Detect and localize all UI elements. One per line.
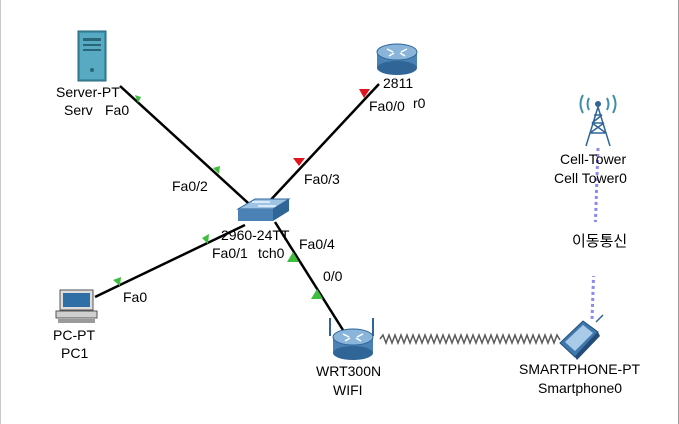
- server-port-label: Fa0: [105, 102, 130, 118]
- smartphone-name-label: Smartphone0: [538, 380, 623, 396]
- wifi-port-label: 0/0: [323, 268, 343, 284]
- switch-port-fa0-1-label: Fa0/1: [212, 245, 248, 261]
- mobile-comm-note[interactable]: 이동통신: [572, 233, 628, 250]
- router-port-label: Fa0/0: [369, 98, 405, 114]
- link-up-indicator: [135, 95, 141, 103]
- cell-tower-model-label: Cell-Tower: [560, 151, 627, 167]
- switch-port-fa0-4-label: Fa0/4: [299, 236, 335, 252]
- link-up-indicator: [311, 289, 323, 299]
- smartphone-icon[interactable]: [559, 314, 604, 360]
- wifi-model-label: WRT300N: [316, 363, 382, 379]
- router-model-label: 2811: [383, 75, 414, 91]
- cable-switch-wifi[interactable]: [273, 221, 350, 339]
- cell-tower-icon[interactable]: [579, 94, 617, 147]
- link-up-indicator: [202, 234, 209, 244]
- switch-port-fa0-3-label: Fa0/3: [304, 171, 340, 187]
- switch-icon[interactable]: [236, 198, 291, 221]
- switch-port-fa0-2-label: Fa0/2: [172, 178, 208, 194]
- desktop-pc-icon[interactable]: [55, 289, 98, 323]
- pc-model-label: PC-PT: [53, 327, 95, 343]
- link-down-indicator: [293, 158, 305, 166]
- workspace-left-border: [0, 0, 1, 424]
- router-name-label: r0: [413, 95, 426, 111]
- switch-model-label: 2960-24TT: [221, 227, 290, 243]
- mobile-comm-note-bg: [566, 222, 652, 276]
- cell-tower-name-label: Cell Tower0: [554, 170, 627, 186]
- smartphone-model-label: SMARTPHONE-PT: [519, 361, 641, 377]
- pc-name-label: PC1: [61, 345, 89, 361]
- link-up-indicator: [287, 252, 299, 262]
- wifi-name-label: WIFI: [333, 382, 363, 398]
- link-up-indicator: [113, 277, 121, 286]
- server-tower-icon[interactable]: [77, 30, 107, 82]
- link-down-indicator: [359, 89, 370, 98]
- server-name-label: Serv: [64, 102, 93, 118]
- cable-router-switch[interactable]: [264, 83, 380, 207]
- cable-server-switch[interactable]: [119, 85, 259, 213]
- wireless-router-icon[interactable]: [329, 318, 374, 360]
- router-icon[interactable]: [376, 43, 418, 75]
- pc-port-label: Fa0: [123, 289, 148, 305]
- switch-name-label: tch0: [258, 245, 285, 261]
- link-up-indicator: [213, 166, 220, 174]
- server-model-label: Server-PT: [56, 84, 120, 100]
- wireless-link[interactable]: [379, 332, 561, 346]
